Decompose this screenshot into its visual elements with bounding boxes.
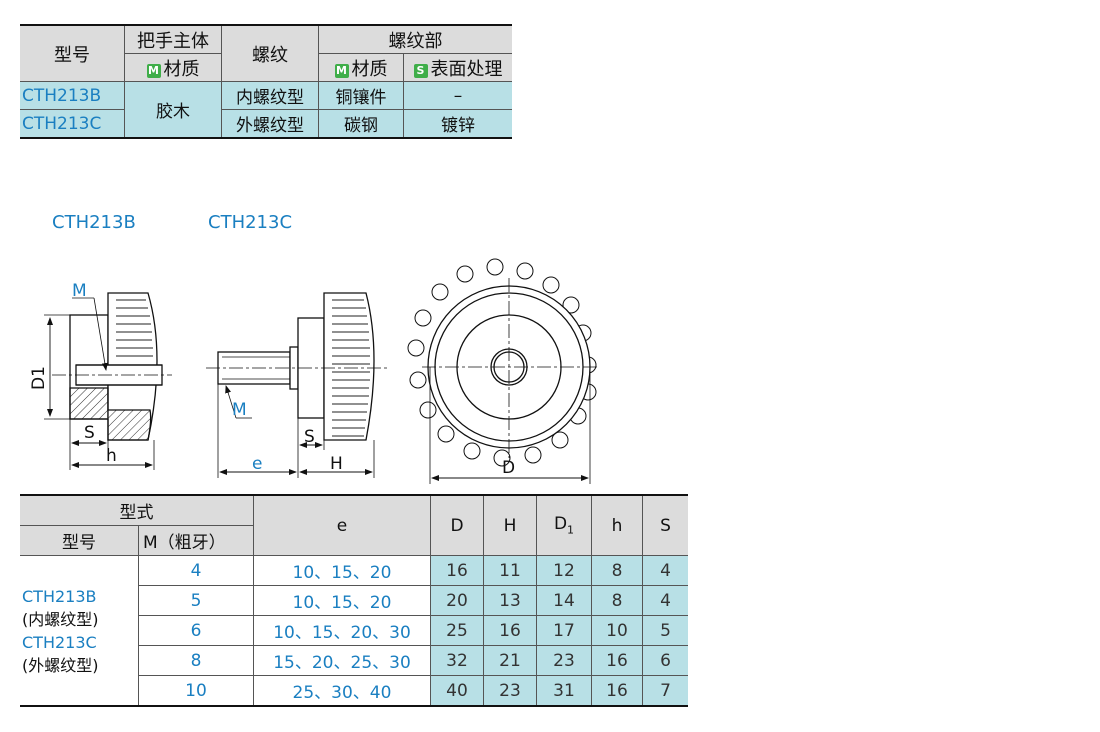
e-cell: 10、15、20、30	[253, 615, 431, 646]
body-material-cell: 胶木	[124, 81, 222, 139]
s-cell: 7	[642, 675, 688, 707]
d1-cell: 17	[536, 615, 592, 646]
cth213c-side-view	[206, 292, 388, 478]
h-cell: 8	[591, 585, 643, 616]
dimension-table: 型式 e D H D1 h S 型号 M（粗牙） CTH213B (内螺纹型) …	[20, 494, 688, 707]
surface-cell: 镀锌	[403, 109, 512, 139]
big-h-cell: 16	[483, 615, 537, 646]
header-big-h: H	[483, 494, 537, 556]
header-thread: 螺纹	[221, 24, 319, 82]
dim-label-m: M	[72, 281, 87, 301]
header-model: 型号	[20, 24, 125, 82]
e-cell: 25、30、40	[253, 675, 431, 707]
table-row: CTH213B 胶木 内螺纹型 铜镶件 –	[20, 81, 512, 139]
m-cell: 4	[138, 555, 254, 586]
e-cell: 10、15、20	[253, 585, 431, 616]
s-cell: 6	[642, 645, 688, 676]
h-cell: 16	[591, 675, 643, 707]
dim-label-s-ext: S	[304, 427, 315, 447]
header-s: S	[642, 494, 688, 556]
s-cell: 5	[642, 615, 688, 646]
dim-label-d1: D1	[29, 366, 49, 390]
d-cell: 32	[430, 645, 484, 676]
table-row: CTH213B (内螺纹型) CTH213C (外螺纹型) 4 10、15、20…	[20, 555, 688, 707]
left-model-label: CTH213B	[52, 212, 136, 233]
big-h-cell: 11	[483, 555, 537, 586]
model-cell: CTH213C	[20, 109, 125, 139]
dim-label-s: S	[84, 423, 95, 443]
header-e: e	[253, 494, 431, 556]
big-h-cell: 13	[483, 585, 537, 616]
header-h: h	[591, 494, 643, 556]
header-type: 型式	[20, 494, 254, 526]
header-thread-part: 螺纹部	[318, 24, 512, 54]
header-handle-body: 把手主体	[124, 24, 222, 54]
table-row: 10 25、30、40 40 23 31 16 7	[20, 675, 688, 707]
h-cell: 10	[591, 615, 643, 646]
d-cell: 40	[430, 675, 484, 707]
thread-cell: 内螺纹型	[221, 81, 319, 110]
m-cell: 10	[138, 675, 254, 707]
table-row: 6 10、15、20、30 25 16 17 10 5	[20, 615, 688, 646]
thread-material-cell: 铜镶件	[318, 81, 404, 110]
header-m: M（粗牙）	[138, 525, 254, 556]
model-cell: CTH213B	[20, 81, 125, 110]
big-h-cell: 21	[483, 645, 537, 676]
dim-label-h: h	[106, 446, 117, 466]
s-cell: 4	[642, 585, 688, 616]
cth213b-side-view	[44, 292, 172, 470]
header-d1: D1	[536, 494, 592, 556]
d1-cell: 12	[536, 555, 592, 586]
h-cell: 8	[591, 555, 643, 586]
e-cell: 15、20、25、30	[253, 645, 431, 676]
s-cell: 4	[642, 555, 688, 586]
table-row: CTH213C 外螺纹型 碳钢 镀锌	[20, 109, 512, 139]
e-cell: 10、15、20	[253, 555, 431, 586]
surface-badge-icon: S	[413, 63, 428, 78]
material-badge-icon: M	[334, 63, 349, 78]
dim-label-e: e	[252, 454, 262, 474]
right-model-label: CTH213C	[208, 212, 293, 233]
m-cell: 5	[138, 585, 254, 616]
dim-label-big-h: H	[330, 454, 343, 474]
thread-material-cell: 碳钢	[318, 109, 404, 139]
dim-label-m-ext: M	[232, 400, 247, 420]
d1-cell: 23	[536, 645, 592, 676]
d1-cell: 31	[536, 675, 592, 707]
m-cell: 6	[138, 615, 254, 646]
dim-label-d: D	[502, 458, 515, 478]
surface-cell: –	[403, 81, 512, 110]
front-view	[407, 258, 598, 484]
table-row: 8 15、20、25、30 32 21 23 16 6	[20, 645, 688, 676]
d1-cell: 14	[536, 585, 592, 616]
header-d: D	[430, 494, 484, 556]
d-cell: 16	[430, 555, 484, 586]
model-block: CTH213B (内螺纹型) CTH213C (外螺纹型)	[20, 555, 139, 707]
h-cell: 16	[591, 645, 643, 676]
d-cell: 20	[430, 585, 484, 616]
d-cell: 25	[430, 615, 484, 646]
big-h-cell: 23	[483, 675, 537, 707]
header-model: 型号	[20, 525, 139, 556]
m-cell: 8	[138, 645, 254, 676]
material-badge-icon: M	[146, 63, 161, 78]
